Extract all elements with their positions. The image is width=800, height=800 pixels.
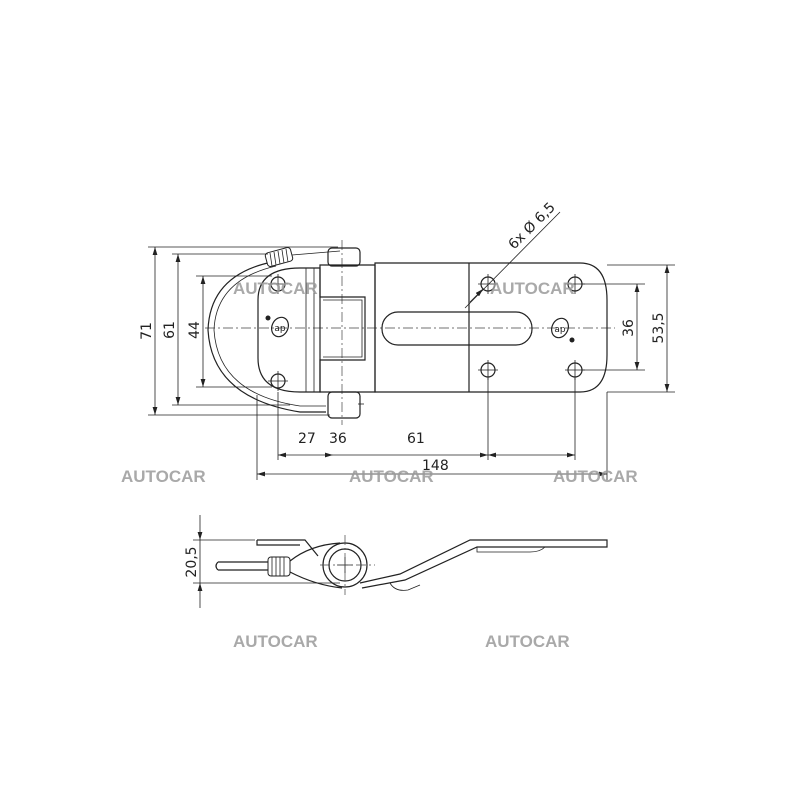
dim-44: 44	[187, 321, 203, 339]
watermark: AUTOCAR	[490, 279, 575, 298]
dim-61-horizontal: 61	[407, 431, 425, 447]
plate-slot	[381, 311, 533, 346]
hasp-side-emboss	[389, 582, 421, 591]
hole-icon	[478, 360, 498, 380]
side-center-lines	[320, 535, 375, 595]
hinge-knuckle	[319, 264, 376, 393]
watermark: AUTOCAR	[553, 467, 638, 486]
dim-53-5: 53,5	[651, 312, 667, 343]
watermark: AUTOCAR	[121, 467, 206, 486]
dim-27: 27	[298, 431, 316, 447]
mounting-holes	[268, 274, 585, 391]
dim-61-vertical: 61	[162, 321, 178, 339]
dim-148: 148	[422, 458, 449, 474]
svg-text:ap: ap	[274, 324, 286, 334]
pin-head-top	[327, 247, 361, 267]
spring-coils	[269, 248, 289, 267]
spring-side-icon	[267, 556, 291, 577]
spring-icon	[264, 247, 341, 267]
extension-lines-h	[256, 378, 608, 480]
logo-icon: ap	[265, 315, 289, 338]
spring-leg	[291, 250, 341, 256]
watermarks: AUTOCAR AUTOCAR AUTOCAR AUTOCAR AUTOCAR …	[121, 279, 638, 651]
dim-71: 71	[139, 322, 155, 340]
logo-icon: ap	[551, 317, 575, 343]
spring-legs-side	[289, 542, 343, 589]
hole-icon	[478, 274, 498, 294]
dim-20-5: 20,5	[184, 546, 200, 577]
top-view: ap ap 71 61 44 36 53,5 27 36	[139, 200, 675, 480]
d-ring-wire-inner	[213, 265, 326, 407]
hole-callout: 6x Ø 6,5	[506, 200, 559, 253]
hole-leader-arrow	[469, 288, 484, 303]
spring-side-coils	[271, 557, 285, 576]
side-view: 20,5	[184, 515, 608, 608]
hasp-side-detail	[476, 546, 546, 553]
dimensions: 71 61 44 36 53,5 27 36 61 148 6x Ø 6,5	[139, 200, 675, 480]
knuckle-edge	[323, 299, 363, 358]
extension-lines	[148, 246, 675, 416]
pin-bottom	[327, 391, 361, 419]
watermark: AUTOCAR	[485, 632, 570, 651]
leaf-side	[256, 539, 319, 557]
watermark: AUTOCAR	[233, 279, 318, 298]
hasp-side-profile	[359, 539, 608, 589]
leaf-fold	[305, 268, 315, 392]
hinge-leaf	[257, 267, 321, 393]
wire-side	[215, 561, 268, 571]
dim-36-vertical: 36	[621, 319, 637, 337]
watermark: AUTOCAR	[233, 632, 318, 651]
hole-icon	[268, 274, 288, 294]
hasp-plate	[374, 262, 608, 393]
svg-text:ap: ap	[554, 325, 566, 335]
dim-36-horizontal: 36	[329, 431, 347, 447]
watermark: AUTOCAR	[349, 467, 434, 486]
hole-icon	[268, 371, 288, 391]
